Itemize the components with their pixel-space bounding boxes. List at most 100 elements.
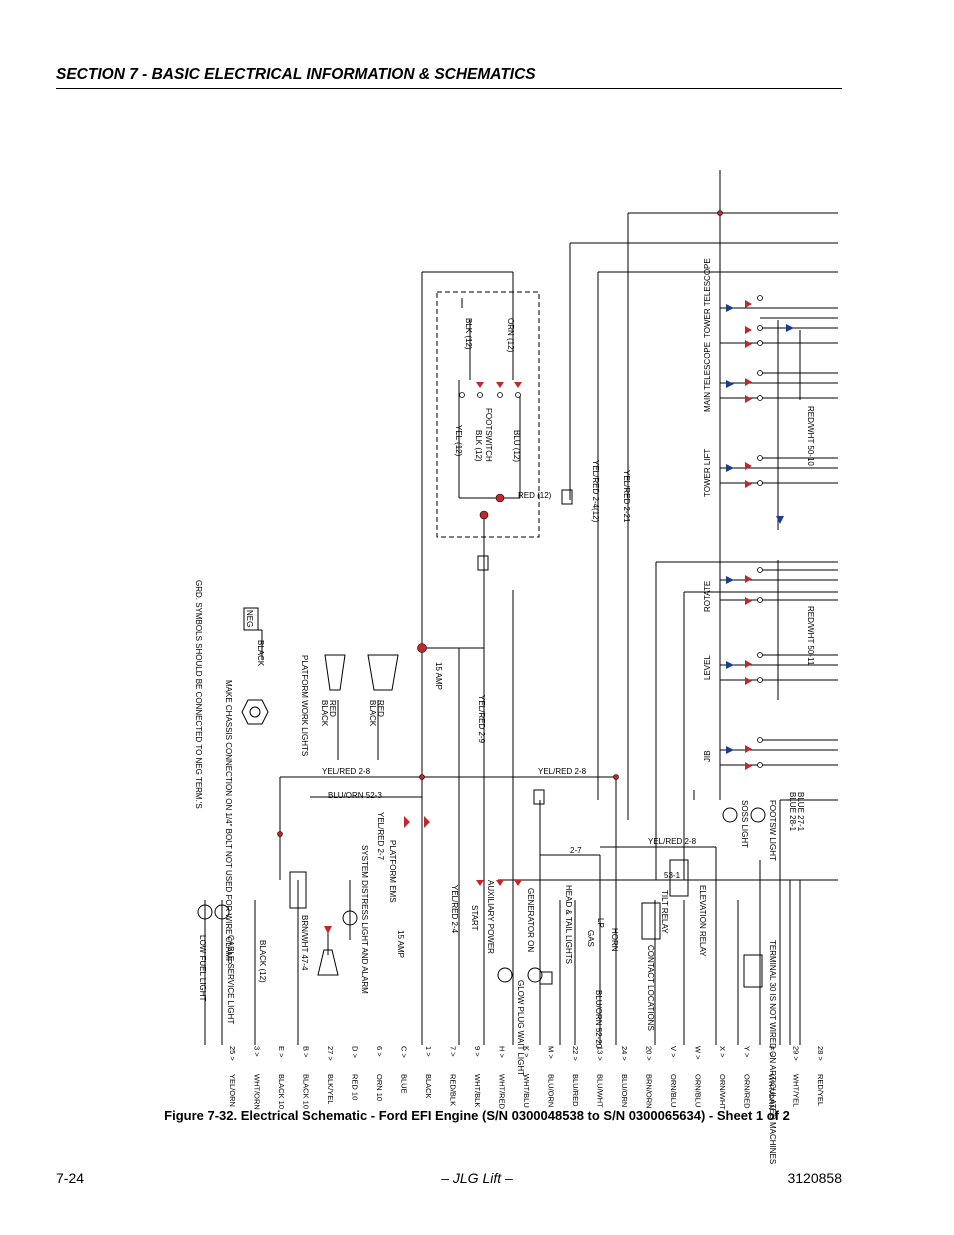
label-15-amp-2: 15 AMP	[396, 930, 405, 958]
wire-terminal: 27 >	[326, 1046, 335, 1061]
wire-terminal: F >	[767, 1046, 776, 1058]
label-blue-28-1: BLUE 28-1	[788, 792, 797, 832]
label-yelred-2-21: YEL/RED 2-21	[622, 470, 631, 523]
wire-terminal: B >	[302, 1046, 311, 1058]
label-gnd-note: GRD. SYMBOLS SHOULD BE CONNECTED TO NEG …	[194, 580, 203, 809]
wire-code: WHT/BLU	[522, 1074, 531, 1108]
label-footswitch-light: FOOTSW LIGHT	[768, 800, 777, 861]
wire-code: BLU/ORN	[620, 1074, 629, 1107]
wire-terminal: C >	[400, 1046, 409, 1059]
label-neg: NEG	[245, 610, 254, 627]
wire-code: BLUE	[400, 1074, 409, 1094]
wire-code: WHT/RED	[498, 1074, 507, 1110]
wire-code: RED/YEL	[816, 1074, 825, 1106]
wire-terminal: 28 >	[816, 1046, 825, 1061]
label-yelred-2-8-left: YEL/RED 2-8	[322, 767, 371, 776]
label-gas: GAS	[586, 930, 595, 947]
label-red12: RED (12)	[518, 491, 552, 500]
label-jib: JIB	[703, 750, 712, 762]
label-yelred-2-4: YEL/RED 2-4	[450, 885, 459, 934]
label-generator-on: GENERATOR ON	[526, 888, 535, 952]
label-soss-light: SOSS LIGHT	[740, 800, 749, 848]
wire-terminal: E >	[277, 1046, 286, 1058]
label-blu12: BLU (12)	[512, 430, 521, 462]
label-blue-27-1: BLUE 27-1	[796, 792, 805, 832]
label-2-7: 2-7	[570, 846, 582, 855]
wire-code: ORN/BLU	[694, 1074, 703, 1107]
wire-code: WHT/YEL	[792, 1074, 801, 1107]
label-redwht-50-11: RED/WHT 50-11	[806, 606, 815, 666]
wire-code: BRN/ORN	[645, 1074, 654, 1109]
doc-number: 3120858	[787, 1170, 842, 1186]
label-black-2: BLACK	[368, 700, 377, 727]
label-head-tail: HEAD & TAIL LIGHTS	[564, 885, 573, 964]
label-elevation-relay: ELEVATION RELAY	[698, 885, 707, 957]
wire-code: ORN/WHT	[718, 1074, 727, 1110]
wire-terminal: 20 >	[645, 1046, 654, 1061]
wire-code: RED/BLK	[449, 1074, 458, 1106]
wire-terminal: 3 >	[253, 1046, 262, 1057]
wire-code: BLACK 10	[277, 1074, 286, 1109]
label-black12-1: BLACK (12)	[258, 940, 267, 983]
label-yelred-2-8-right: YEL/RED 2-8	[648, 837, 697, 846]
label-red-2: RED	[376, 700, 385, 717]
label-black-1: BLACK	[320, 700, 329, 727]
label-cable-service: CABLE SERVICE LIGHT	[226, 935, 235, 1024]
wire-terminal: 22 >	[571, 1046, 580, 1061]
label-aux-power: AUXILIARY POWER	[486, 880, 495, 954]
label-yelred-2-7: YEL/RED 2-7	[376, 812, 385, 861]
label-level: LEVEL	[703, 655, 712, 680]
wire-terminal: X >	[718, 1046, 727, 1058]
wire-code: RED 10	[351, 1074, 360, 1100]
label-yel12: YEL (12)	[454, 425, 463, 457]
label-terminal-note: TERMINAL 30 IS NOT WIRED ON ARTICULATED …	[768, 940, 777, 1164]
wire-terminal: 1 >	[424, 1046, 433, 1057]
wire-terminal: K >	[522, 1046, 531, 1058]
wire-terminal: H >	[498, 1046, 507, 1059]
wire-code: BLU/ORN	[547, 1074, 556, 1107]
label-glow-plug: GLOW PLUG WAIT LIGHT	[516, 980, 525, 1076]
wire-terminal: 13 >	[596, 1046, 605, 1061]
wire-code: BLK/YEL	[326, 1074, 335, 1104]
label-tower-lift: TOWER LIFT	[703, 449, 712, 497]
label-yelred-2-9: YEL/RED 2-9	[477, 695, 486, 744]
section-title: SECTION 7 - BASIC ELECTRICAL INFORMATION…	[56, 66, 536, 83]
wire-terminal: 6 >	[375, 1046, 384, 1057]
label-15-amp-1: 15 AMP	[434, 662, 443, 690]
figure-caption: Figure 7-32. Electrical Schematic - Ford…	[164, 1108, 790, 1123]
page-number: 7-24	[56, 1170, 85, 1186]
wire-terminal: 24 >	[620, 1046, 629, 1061]
label-contact-locations: CONTACT LOCATIONS	[646, 945, 655, 1031]
label-red-1: RED	[328, 700, 337, 717]
label-blk12-top: BLK (12)	[464, 318, 473, 350]
wire-code: ORN/BLU	[669, 1074, 678, 1107]
label-brnwht-47-4: BRN/WHT 47-4	[300, 915, 309, 971]
label-orn12: ORN (12)	[506, 318, 515, 353]
wire-code: WHT/BLK	[473, 1074, 482, 1107]
wire-code: ORN 10	[375, 1074, 384, 1101]
label-53-1: 53-1	[664, 871, 681, 880]
label-bluorn-52-3: BLU/ORN 52-3	[328, 791, 382, 800]
label-yelred-2-8-mid: YEL/RED 2-8	[538, 767, 587, 776]
label-black-top: BLACK	[256, 640, 265, 667]
wire-terminal: 25 >	[228, 1046, 237, 1061]
wire-terminal: M >	[547, 1046, 556, 1059]
label-yelred-2-4-12: YEL/RED 2-4(12)	[591, 460, 600, 523]
label-blk12: BLK (12)	[474, 430, 483, 462]
wire-code: WHT/ORN	[767, 1074, 776, 1110]
label-footswitch: FOOTSWITCH	[484, 408, 493, 462]
label-tower-telescope: TOWER TELESCOPE	[703, 258, 712, 338]
wire-code: WHT/ORN	[253, 1074, 262, 1110]
label-platform-work-lights: PLATFORM WORK LIGHTS	[300, 655, 309, 756]
label-rotate: ROTATE	[703, 581, 712, 612]
wire-terminal: Y >	[743, 1046, 752, 1058]
wire-code: BLACK 10	[302, 1074, 311, 1109]
wire-terminal: W >	[694, 1046, 703, 1060]
label-redwht-50-10: RED/WHT 50-10	[806, 406, 815, 466]
wire-code: YEL/ORN	[228, 1074, 237, 1107]
label-tilt-relay: TILT RELAY	[660, 890, 669, 934]
wire-code: BLU/WHT	[596, 1074, 605, 1108]
wire-terminal: 7 >	[449, 1046, 458, 1057]
label-platform-ems: PLATFORM EMS	[388, 840, 397, 903]
